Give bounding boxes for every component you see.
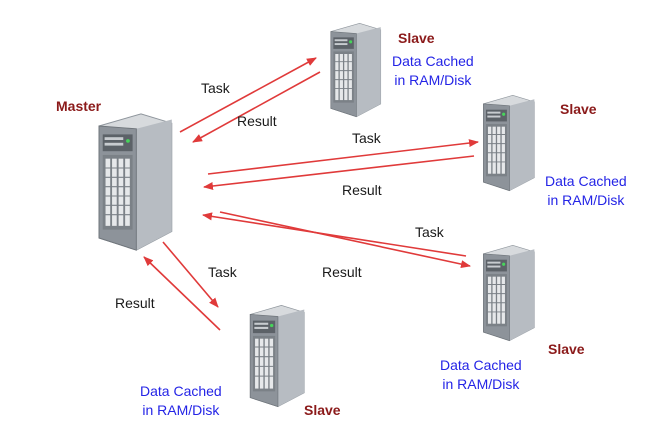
server-tower-icon (250, 305, 304, 406)
slave-3-cache-line1: Data Cached (440, 356, 522, 375)
server-tower-icon (331, 23, 381, 116)
slave-2-cache-note: Data Cached in RAM/Disk (545, 172, 627, 210)
slave-3-label: Slave (548, 342, 585, 356)
slave-1-cache-note: Data Cached in RAM/Disk (392, 52, 474, 90)
slave-4-cache-line2: in RAM/Disk (140, 401, 222, 420)
slave-1-cache-line2: in RAM/Disk (392, 71, 474, 90)
slave-2-cache-line1: Data Cached (545, 172, 627, 191)
slave-1-cache-line1: Data Cached (392, 52, 474, 71)
task-label-slave-4: Task (208, 265, 237, 279)
slave-1-label: Slave (398, 31, 435, 45)
slave-4-label: Slave (304, 403, 341, 417)
slave-4-cache-line1: Data Cached (140, 382, 222, 401)
result-label-slave-3: Result (322, 265, 362, 279)
slave-2-cache-line2: in RAM/Disk (545, 191, 627, 210)
master-label: Master (56, 99, 101, 113)
slave-3-cache-line2: in RAM/Disk (440, 375, 522, 394)
slave-4-cache-note: Data Cached in RAM/Disk (140, 382, 222, 420)
slave-3-cache-note: Data Cached in RAM/Disk (440, 356, 522, 394)
server-tower-icon (99, 114, 172, 250)
slave-server-2-icon (470, 94, 536, 192)
task-label-slave-2: Task (352, 131, 381, 145)
task-label-slave-1: Task (201, 81, 230, 95)
slave-server-3-icon (470, 244, 536, 342)
task-arrow-slave-2 (208, 142, 478, 174)
master-server-icon (80, 112, 174, 252)
result-label-slave-1: Result (237, 114, 277, 128)
server-tower-icon (483, 245, 534, 340)
result-label-slave-2: Result (342, 183, 382, 197)
result-arrow-slave-2 (204, 156, 474, 187)
slave-server-4-icon (236, 304, 306, 408)
server-tower-icon (483, 95, 534, 190)
task-label-slave-3: Task (415, 225, 444, 239)
result-label-slave-4: Result (115, 296, 155, 310)
slave-server-1-icon (318, 22, 382, 118)
slave-2-label: Slave (560, 102, 597, 116)
